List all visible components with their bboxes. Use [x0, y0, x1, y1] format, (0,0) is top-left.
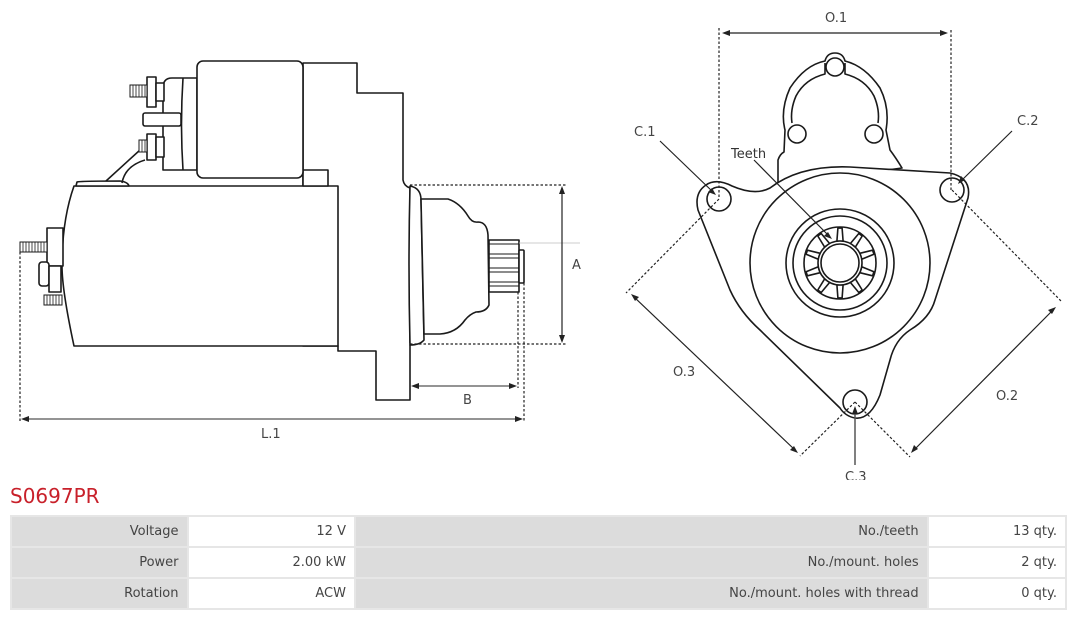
- rear-thread-upper-lines: [22, 242, 45, 252]
- dim-b-arrow-right: [509, 383, 517, 389]
- table-row: Power 2.00 kW No./mount. holes 2 qty.: [12, 548, 1065, 577]
- solenoid-right-hole: [864, 124, 884, 144]
- dim-o2-arrow-top: [1048, 307, 1056, 314]
- rear-terminal-stub: [48, 265, 62, 293]
- housing-outer: [749, 172, 931, 354]
- pinion-bore-inner: [820, 243, 860, 283]
- lower-terminal-base: [155, 136, 165, 158]
- rear-thread-lower-lines: [46, 295, 60, 305]
- solenoid-lobe: [777, 52, 903, 186]
- leader-teeth-arrow: [824, 232, 832, 239]
- spec-value: 2.00 kW: [188, 548, 354, 577]
- dim-o3-arrow-top: [631, 294, 639, 301]
- pinion-teeth: [805, 227, 875, 299]
- table-row: Voltage 12 V No./teeth 13 qty.: [12, 517, 1065, 546]
- dim-a-arrow-top: [559, 186, 565, 194]
- leader-c2-arrow: [958, 176, 965, 184]
- spec-label: No./mount. holes: [355, 548, 927, 577]
- spec-value: 0 qty.: [928, 579, 1065, 608]
- nose-ring-inner: [792, 215, 888, 311]
- table-row: Rotation ACW No./mount. holes with threa…: [12, 579, 1065, 608]
- side-view: A B L.1: [19, 60, 581, 442]
- solenoid-left-hole: [787, 124, 807, 144]
- upper-terminal-nut: [146, 76, 157, 108]
- spec-label: Rotation: [12, 579, 187, 608]
- dim-label-o3: O.3: [673, 365, 695, 380]
- dim-o2-line: [913, 309, 1054, 451]
- solenoid-body: [196, 60, 304, 179]
- pinion-stop: [518, 249, 525, 284]
- spec-label: Voltage: [12, 517, 187, 546]
- dim-o1-arrow-right: [940, 30, 948, 36]
- dim-label-c3: C.3: [845, 470, 866, 480]
- cable: [105, 149, 141, 182]
- lower-terminal-nut: [146, 133, 157, 161]
- leader-c2: [960, 130, 1013, 182]
- upper-thread-lines: [132, 85, 146, 97]
- solenoid-lobe-inner: [790, 63, 880, 124]
- nose-cone: [420, 198, 490, 335]
- cable-strap: [75, 180, 130, 187]
- pinion-tooth: [836, 284, 844, 299]
- pinion: [488, 239, 520, 293]
- lower-terminal-thread: [138, 139, 148, 153]
- motor-body: [61, 185, 339, 347]
- spec-label: No./teeth: [355, 517, 927, 546]
- dim-o3-ext-bottom: [799, 401, 856, 457]
- dim-a-arrow-bottom: [559, 335, 565, 343]
- nose-ring-outer: [785, 208, 895, 318]
- spec-label: Power: [12, 548, 187, 577]
- dim-label-c1: C.1: [634, 125, 655, 140]
- specs-table: Voltage 12 V No./teeth 13 qty. Power 2.0…: [10, 515, 1067, 610]
- pinion-outer: [803, 226, 877, 300]
- dim-l1-arrow-right: [515, 416, 523, 422]
- dim-o3-ext-top: [625, 198, 720, 294]
- leader-c3-arrow: [852, 406, 858, 414]
- dim-o3-arrow-bottom: [790, 446, 798, 453]
- leader-c1-arrow: [708, 188, 716, 195]
- dim-label-o2: O.2: [996, 389, 1018, 404]
- leader-c1: [659, 140, 714, 193]
- upper-terminal-base: [155, 82, 165, 102]
- rear-thread-upper: [19, 241, 48, 253]
- dim-o2-arrow-bottom: [911, 445, 918, 453]
- solenoid-pin: [142, 112, 182, 127]
- dim-label-teeth: Teeth: [730, 147, 766, 162]
- product-code-title: S0697PR: [10, 484, 100, 508]
- pinion-teeth-lines: [489, 243, 519, 287]
- leader-teeth: [753, 159, 830, 237]
- dim-o2-ext-bottom: [854, 401, 911, 458]
- pinion-tooth: [836, 227, 844, 242]
- body-rim: [302, 169, 329, 187]
- front-view: O.1 O.3 O.2 C.1 C.2 C.3 Teeth: [625, 11, 1063, 480]
- lower-thread-lines: [141, 140, 146, 152]
- pinion-bore-outer: [817, 240, 863, 286]
- spec-value: 12 V: [188, 517, 354, 546]
- solenoid-top-hole: [825, 57, 845, 77]
- dim-b-arrow-left: [411, 383, 419, 389]
- nose-flange: [408, 185, 425, 346]
- rear-terminal-nut: [38, 261, 50, 287]
- dim-o1-arrow-left: [722, 30, 730, 36]
- dim-label-a: A: [572, 258, 581, 273]
- dim-o3-line: [633, 296, 796, 451]
- dim-o2-ext-top: [951, 189, 1063, 303]
- spec-value: ACW: [188, 579, 354, 608]
- dim-label-l1: L.1: [261, 427, 281, 442]
- dim-label-b: B: [463, 393, 472, 408]
- spec-value: 13 qty.: [928, 517, 1065, 546]
- mounting-flange: [696, 166, 970, 419]
- upper-terminal-thread: [129, 84, 148, 98]
- spec-label: No./mount. holes with thread: [355, 579, 927, 608]
- spec-value: 2 qty.: [928, 548, 1065, 577]
- dim-l1-arrow-left: [21, 416, 29, 422]
- technical-drawing: A B L.1 O.1 O.: [19, 11, 1063, 480]
- rear-terminal-block: [46, 227, 64, 267]
- dim-label-c2: C.2: [1017, 114, 1038, 129]
- dim-label-o1: O.1: [825, 11, 847, 26]
- cable-bend: [121, 159, 146, 184]
